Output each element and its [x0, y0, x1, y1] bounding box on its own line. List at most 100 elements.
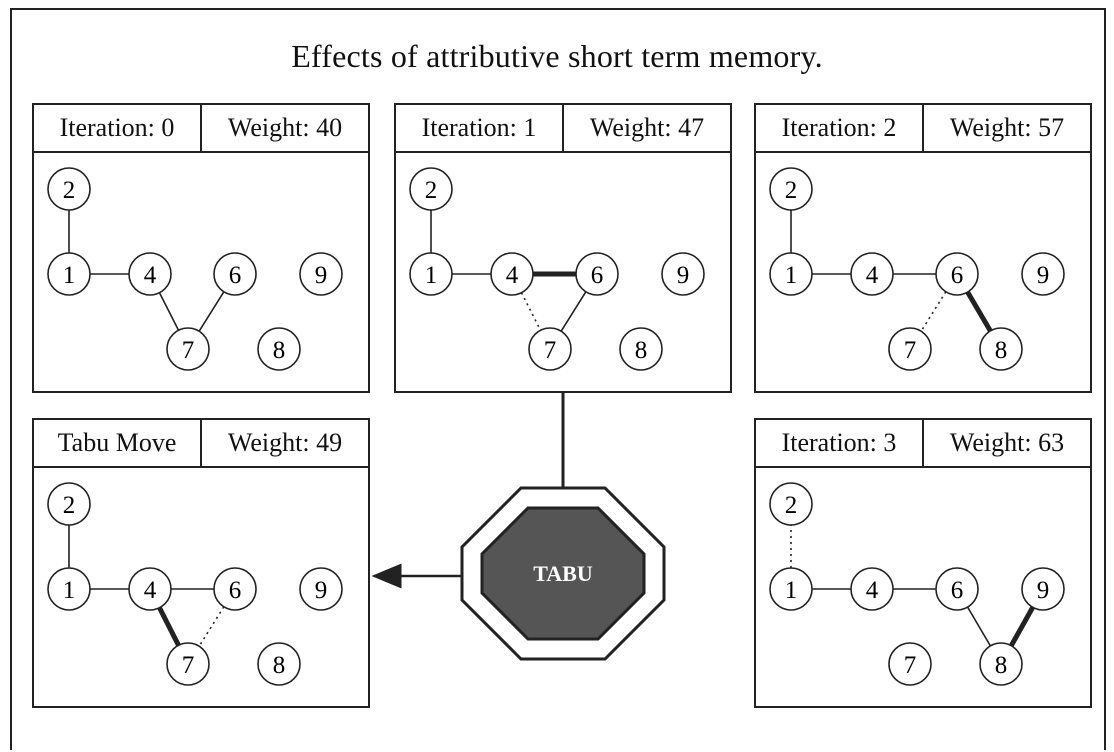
node-label: 8 [995, 652, 1008, 679]
node-7: 7 [166, 642, 210, 686]
node-1: 1 [47, 252, 91, 296]
node-label: 7 [904, 652, 917, 679]
node-9: 9 [1021, 252, 1065, 296]
node-circle [769, 482, 813, 526]
panel-iteration-3: Iteration: 3 Weight: 63 1 2 4 6 7 8 9 [754, 418, 1092, 708]
panel-iteration-0: Iteration: 0 Weight: 40 1 2 4 6 7 8 9 [32, 103, 370, 393]
node-label: 9 [315, 262, 328, 289]
node-circle [47, 252, 91, 296]
node-label: 8 [995, 337, 1008, 364]
weight-label: Weight: 40 [227, 113, 343, 142]
node-1: 1 [47, 567, 91, 611]
node-label: 6 [229, 577, 242, 604]
iteration-label: Iteration: 1 [396, 105, 564, 151]
weight-label: Weight: 63 [949, 428, 1065, 457]
node-label: 6 [951, 262, 964, 289]
node-label: 2 [785, 177, 798, 204]
node-7: 7 [888, 642, 932, 686]
node-circle [1021, 252, 1065, 296]
node-circle [979, 327, 1023, 371]
edge-4-7 [157, 606, 181, 647]
node-circle [769, 252, 813, 296]
edge-6-7 [198, 606, 225, 647]
weight-label: Weight: 47 [589, 113, 705, 142]
node-2: 2 [769, 482, 813, 526]
node-label: 6 [951, 577, 964, 604]
node-label: 4 [866, 262, 879, 289]
graph: 1 2 4 6 7 8 9 [34, 153, 368, 391]
node-8: 8 [979, 327, 1023, 371]
node-label: 1 [425, 262, 438, 289]
node-9: 9 [299, 567, 343, 611]
graph: 1 2 4 6 7 8 9 [756, 468, 1090, 706]
node-4: 4 [490, 252, 534, 296]
node-circle [979, 642, 1023, 686]
node-circle [257, 642, 301, 686]
node-circle [661, 252, 705, 296]
node-8: 8 [619, 327, 663, 371]
node-circle [935, 252, 979, 296]
node-label: 1 [63, 262, 76, 289]
node-4: 4 [850, 252, 894, 296]
node-label: 2 [785, 492, 798, 519]
weight-label: Weight: 49 [227, 428, 343, 457]
edge-6-7 [920, 291, 947, 332]
node-7: 7 [528, 327, 572, 371]
node-circle [1021, 567, 1065, 611]
node-9: 9 [1021, 567, 1065, 611]
node-label: 2 [63, 177, 76, 204]
edge-6-7 [560, 291, 587, 332]
panel-header: Iteration: 1 Weight: 47 [396, 105, 730, 153]
node-label: 7 [904, 337, 917, 364]
node-circle [166, 327, 210, 371]
figure-title: Effects of attributive short term memory… [291, 38, 823, 74]
node-label: 4 [866, 577, 879, 604]
node-6: 6 [575, 252, 619, 296]
node-label: 2 [63, 492, 76, 519]
node-circle [850, 567, 894, 611]
node-circle [619, 327, 663, 371]
node-label: 1 [63, 577, 76, 604]
node-label: 6 [591, 262, 604, 289]
node-2: 2 [47, 482, 91, 526]
edge-6-8 [965, 290, 993, 333]
node-circle [888, 642, 932, 686]
node-circle [213, 252, 257, 296]
node-label: 7 [544, 337, 557, 364]
node-circle [528, 327, 572, 371]
node-label: 9 [1037, 577, 1050, 604]
node-circle [299, 567, 343, 611]
node-circle [409, 252, 453, 296]
node-label: 4 [144, 577, 157, 604]
node-circle [409, 167, 453, 211]
iteration-label: Iteration: 0 [34, 105, 202, 151]
panel-header: Iteration: 3 Weight: 63 [756, 420, 1090, 468]
node-label: 4 [506, 262, 519, 289]
node-label: 1 [785, 577, 798, 604]
node-circle [128, 567, 172, 611]
node-8: 8 [257, 327, 301, 371]
edge-4-7 [520, 292, 542, 331]
node-label: 6 [229, 262, 242, 289]
node-label: 4 [144, 262, 157, 289]
edge-4-7 [158, 292, 180, 331]
outer-frame [10, 8, 1106, 750]
node-circle [935, 567, 979, 611]
node-9: 9 [299, 252, 343, 296]
node-6: 6 [213, 252, 257, 296]
node-label: 8 [273, 337, 286, 364]
node-circle [850, 252, 894, 296]
node-circle [47, 167, 91, 211]
node-2: 2 [47, 167, 91, 211]
node-4: 4 [128, 567, 172, 611]
panel-header: Tabu Move Weight: 49 [34, 420, 368, 468]
node-circle [47, 567, 91, 611]
node-label: 7 [182, 337, 195, 364]
graph-svg: 1 2 4 6 7 8 9 [47, 167, 343, 371]
